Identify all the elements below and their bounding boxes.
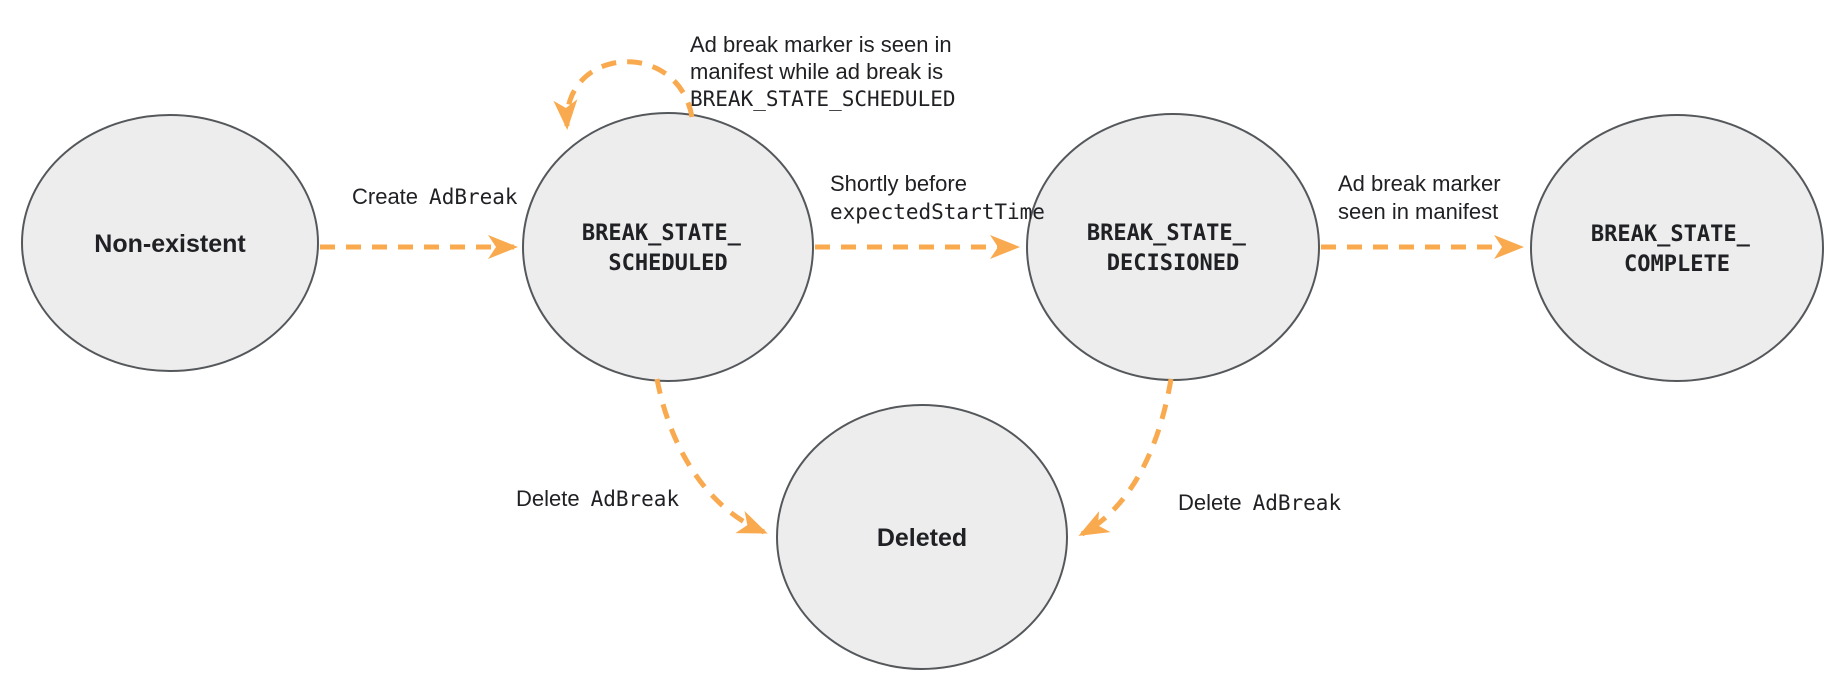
state-node-break-state-scheduled bbox=[522, 112, 814, 382]
transition-arrow-self-loop bbox=[553, 59, 695, 130]
state-label-line: DECISIONED bbox=[1107, 251, 1239, 276]
transition-label-code: AdBreak bbox=[1253, 491, 1342, 515]
state-label-break-state-decisioned: BREAK_STATE_ DECISIONED bbox=[1087, 221, 1259, 276]
state-node-deleted bbox=[776, 404, 1068, 670]
transition-label-code: expectedStartTime bbox=[830, 200, 1045, 224]
transition-label-code: AdBreak bbox=[591, 487, 680, 511]
state-label-line: COMPLETE bbox=[1624, 252, 1730, 277]
transition-label-text: Shortly before bbox=[830, 171, 967, 196]
state-label-line: BREAK_STATE_ bbox=[1087, 221, 1247, 246]
state-label-line: SCHEDULED bbox=[608, 251, 727, 276]
state-node-break-state-decisioned bbox=[1026, 113, 1320, 381]
transition-label-shortly-before: Shortly before expectedStartTime bbox=[830, 171, 1045, 224]
state-label-line: BREAK_STATE_ bbox=[1591, 222, 1751, 247]
state-label-non-existent: Non-existent bbox=[94, 230, 246, 258]
state-label-deleted: Deleted bbox=[877, 524, 967, 552]
transition-label-text: Delete bbox=[1178, 490, 1242, 515]
transition-label-marker-seen: Ad break marker seen in manifest bbox=[1338, 171, 1505, 224]
transition-label-text: Create bbox=[352, 184, 418, 209]
state-node-break-state-complete bbox=[1530, 114, 1824, 382]
transition-label-code: AdBreak bbox=[429, 185, 518, 209]
transition-label-text: seen in manifest bbox=[1338, 199, 1498, 224]
state-label-break-state-scheduled: BREAK_STATE_ SCHEDULED bbox=[582, 221, 754, 276]
transition-label-text: Ad break marker bbox=[1338, 171, 1501, 196]
transition-label-code: BREAK_STATE_SCHEDULED bbox=[690, 87, 956, 111]
transition-label-self-loop: Ad break marker is seen in manifest whil… bbox=[690, 32, 956, 111]
state-node-non-existent bbox=[21, 114, 319, 372]
transition-label-delete-from-decisioned: Delete AdBreak bbox=[1178, 490, 1341, 515]
transition-label-create: Create AdBreak bbox=[352, 184, 518, 209]
transition-label-text: Delete bbox=[516, 486, 580, 511]
transition-arrow-delete-from-decisioned bbox=[1078, 378, 1174, 537]
state-label-line: BREAK_STATE_ bbox=[582, 221, 742, 246]
state-label-break-state-complete: BREAK_STATE_ COMPLETE bbox=[1591, 222, 1763, 277]
transition-label-delete-from-scheduled: Delete AdBreak bbox=[516, 486, 679, 511]
transition-label-text: manifest while ad break is bbox=[690, 59, 943, 84]
transition-label-text: Ad break marker is seen in bbox=[690, 32, 952, 57]
